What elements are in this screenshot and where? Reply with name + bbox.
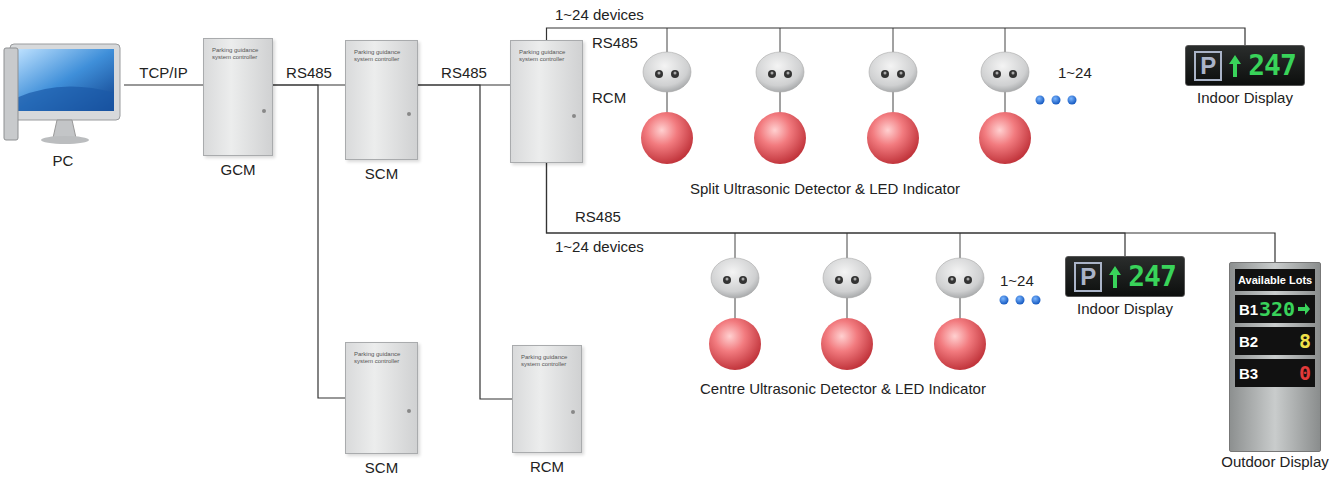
annotation-label: 1~24 — [1000, 272, 1034, 289]
bus-connector — [547, 28, 1246, 45]
controller-cabinet: Parking guidance system controllerRCM — [512, 345, 582, 453]
controller-cabinet: Parking guidance system controllerRCM — [510, 40, 583, 163]
level-value: 0 — [1299, 361, 1311, 385]
display-label: Indoor Display — [1197, 89, 1293, 106]
cabinet-lock — [407, 409, 411, 413]
space-count: 247 — [1248, 49, 1296, 82]
annotation-label: 1~24 devices — [555, 238, 644, 255]
annotation-label: RS485 — [575, 208, 621, 225]
parking-symbol: P — [1074, 262, 1102, 292]
up-arrow — [1108, 265, 1122, 289]
level-value: 320 — [1259, 297, 1311, 321]
annotation-label: 1~24 — [1058, 64, 1092, 81]
controller-label: SCM — [346, 165, 417, 182]
indoor-display: P247Indoor Display — [1185, 45, 1305, 86]
cabinet-plate-text: Parking guidance system controller — [346, 41, 417, 62]
level-name: B1 — [1239, 301, 1258, 318]
computer-node: PC — [2, 38, 124, 178]
panel-heading: Available Lots — [1235, 269, 1315, 291]
annotation-label: Split Ultrasonic Detector & LED Indicato… — [690, 180, 960, 197]
annotation-label: 1~24 devices — [555, 6, 644, 23]
parking-symbol: P — [1194, 51, 1222, 81]
bus-connector — [547, 163, 1276, 262]
controller-cabinet: Parking guidance system controllerSCM — [345, 342, 418, 454]
cabinet-lock — [571, 410, 575, 414]
controller-cabinet: Parking guidance system controllerGCM — [203, 38, 273, 156]
bus-connector — [124, 84, 203, 85]
cabinet-lock — [407, 112, 411, 116]
monitor-icon — [2, 38, 124, 150]
level-row: B2 8 — [1235, 327, 1315, 355]
controller-label: RCM — [592, 89, 626, 106]
controller-cabinet: Parking guidance system controllerSCM — [345, 40, 418, 160]
level-row: B3 0 — [1235, 359, 1315, 387]
space-count: 0 — [1299, 361, 1311, 385]
device-label: PC — [2, 152, 124, 169]
cabinet-plate-text: Parking guidance system controller — [204, 39, 272, 60]
space-count: 8 — [1299, 329, 1311, 353]
right-arrow — [1297, 302, 1311, 316]
space-count: 247 — [1128, 260, 1176, 293]
controller-label: SCM — [346, 459, 417, 476]
cabinet-lock — [262, 109, 266, 113]
level-value: 8 — [1299, 329, 1311, 353]
bus-connector — [273, 85, 345, 398]
cabinet-plate-text: Parking guidance system controller — [346, 343, 417, 364]
indoor-display: P247Indoor Display — [1065, 256, 1185, 297]
controller-label: RCM — [513, 458, 581, 475]
connector-label: RS485 — [284, 64, 334, 81]
display-label: Outdoor Display — [1221, 453, 1329, 470]
up-arrow — [1228, 54, 1242, 78]
display-label: Indoor Display — [1077, 300, 1173, 317]
outdoor-display: Available LotsB1320B28B30Outdoor Display — [1229, 262, 1321, 452]
bus-connector — [547, 163, 1126, 256]
cabinet-plate-text: Parking guidance system controller — [513, 346, 581, 367]
level-row: B1320 — [1235, 295, 1315, 323]
annotation-label: Centre Ultrasonic Detector & LED Indicat… — [700, 380, 986, 397]
controller-label: GCM — [204, 161, 272, 178]
cabinet-plate-text: Parking guidance system controller — [511, 41, 582, 62]
connector-label: TCP/IP — [137, 64, 189, 81]
level-name: B2 — [1239, 333, 1258, 350]
cabinet-lock — [572, 114, 576, 118]
level-name: B3 — [1239, 365, 1258, 382]
connector-label: RS485 — [439, 64, 489, 81]
bus-connector — [418, 85, 512, 399]
space-count: 320 — [1259, 297, 1295, 321]
annotation-label: RS485 — [592, 34, 638, 51]
